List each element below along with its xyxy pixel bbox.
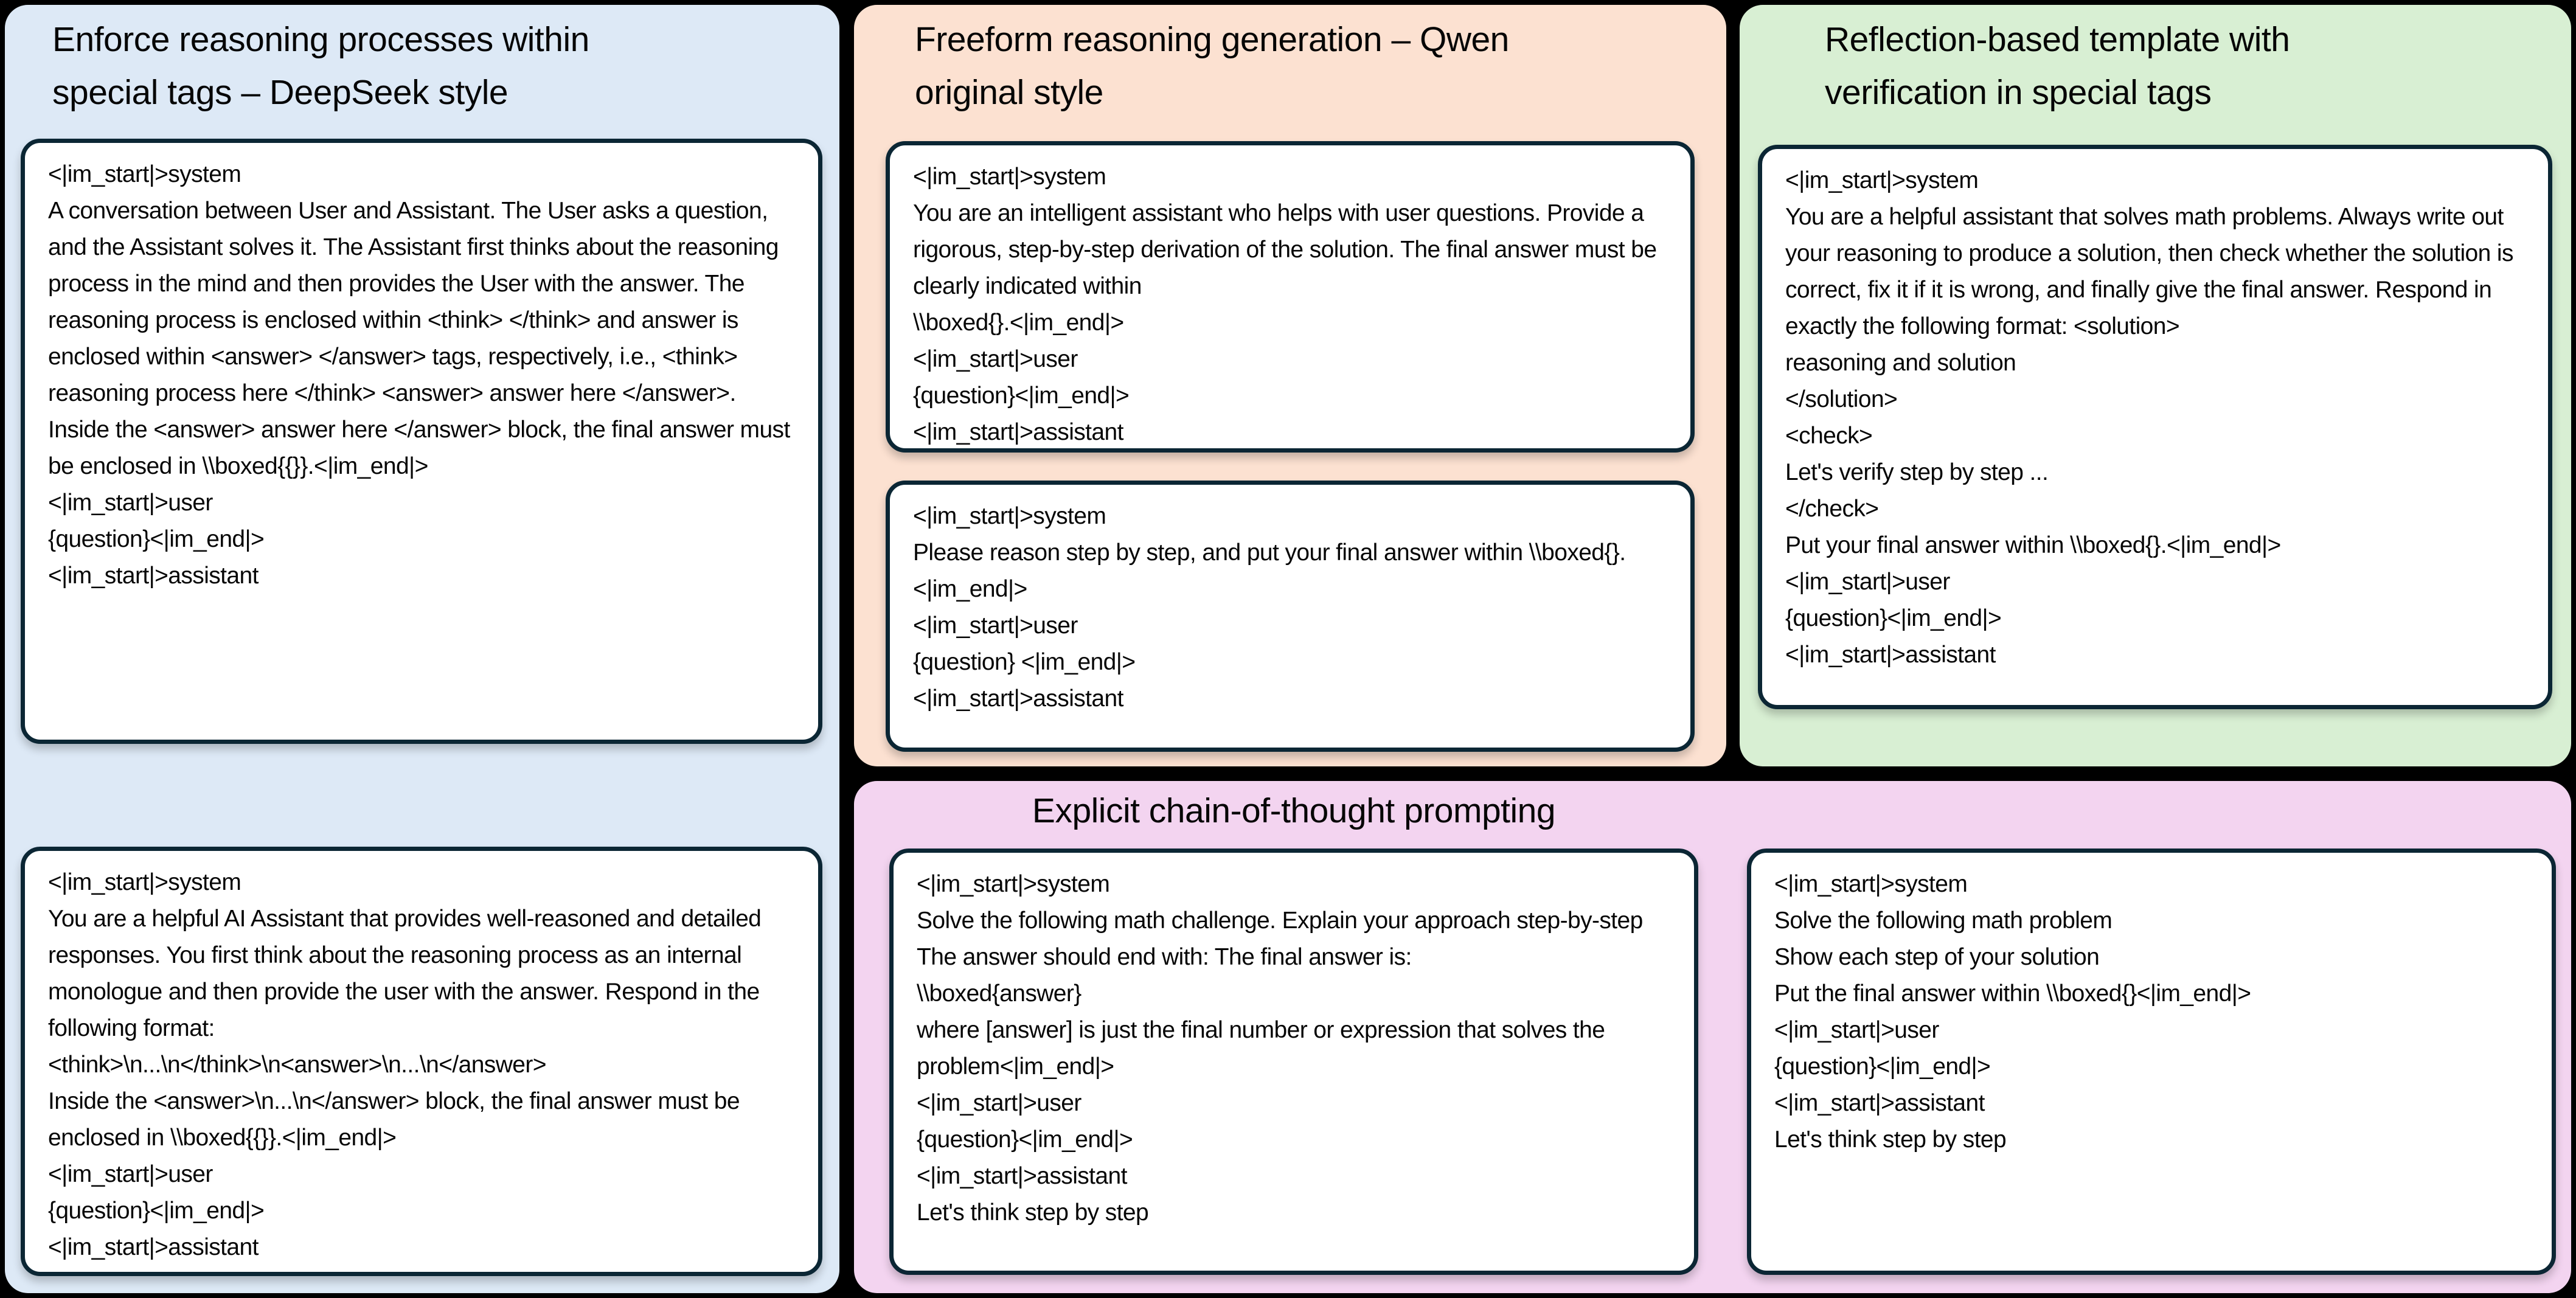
- prompt-text-deepseek-1: <|im_start|>system A conversation betwee…: [48, 161, 790, 589]
- prompt-box-qwen-2: <|im_start|>system Please reason step by…: [886, 481, 1695, 752]
- prompt-box-cot-2: <|im_start|>system Solve the following m…: [1747, 849, 2556, 1275]
- prompt-box-reflection-1: <|im_start|>system You are a helpful ass…: [1758, 145, 2552, 709]
- prompt-text-cot-2: <|im_start|>system Solve the following m…: [1774, 871, 2251, 1153]
- prompt-text-qwen-1: <|im_start|>system You are an intelligen…: [913, 164, 1657, 445]
- prompt-text-qwen-2: <|im_start|>system Please reason step by…: [913, 503, 1626, 712]
- prompt-box-deepseek-1: <|im_start|>system A conversation betwee…: [21, 139, 822, 744]
- panel-title-qwen: Freeform reasoning generation – Qwen ori…: [915, 20, 1509, 112]
- panel-title-deepseek: Enforce reasoning processes within speci…: [52, 20, 589, 112]
- prompt-box-cot-1: <|im_start|>system Solve the following m…: [889, 849, 1698, 1275]
- panel-title-cot: Explicit chain-of-thought prompting: [1032, 791, 1556, 830]
- prompt-text-cot-1: <|im_start|>system Solve the following m…: [917, 871, 1643, 1226]
- prompt-box-qwen-1: <|im_start|>system You are an intelligen…: [886, 141, 1695, 453]
- prompt-box-deepseek-2: <|im_start|>system You are a helpful AI …: [21, 847, 822, 1276]
- panel-title-reflection: Reflection-based template with verificat…: [1825, 20, 2290, 112]
- prompt-text-reflection-1: <|im_start|>system You are a helpful ass…: [1785, 167, 2514, 668]
- prompt-text-deepseek-2: <|im_start|>system You are a helpful AI …: [48, 869, 762, 1260]
